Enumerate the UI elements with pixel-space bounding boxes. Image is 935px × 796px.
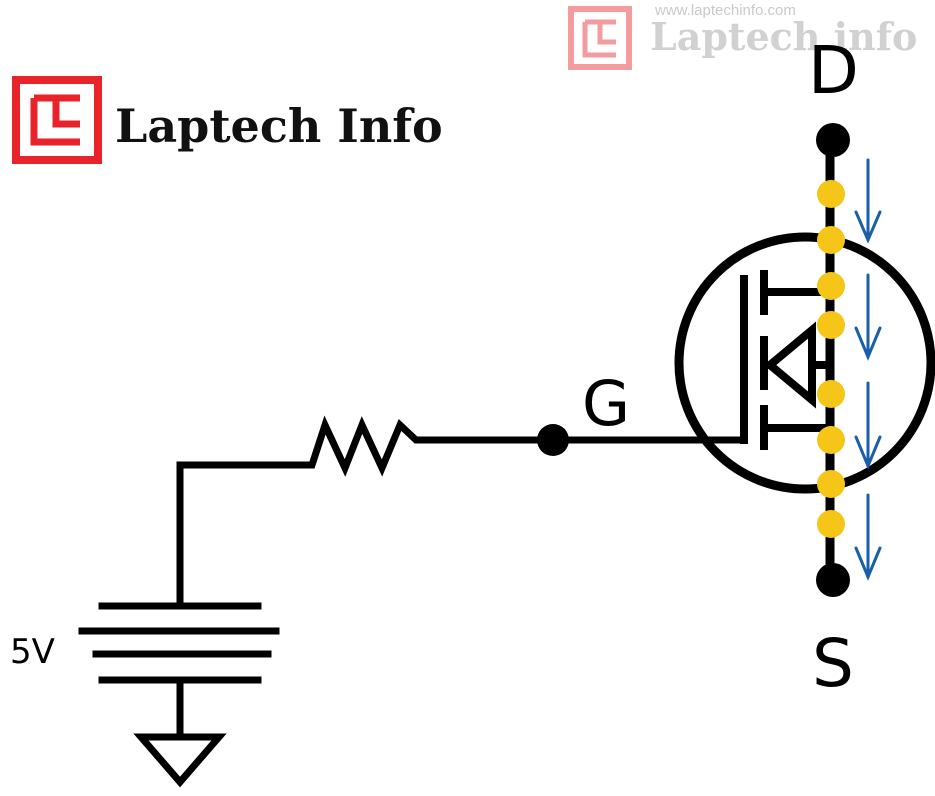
logo: Laptech Info (12, 76, 443, 164)
resistor (300, 415, 540, 477)
drain-label: D (808, 32, 859, 109)
electron-dot (817, 226, 845, 254)
watermark: www.laptechinfo.com Laptech info (568, 2, 917, 70)
drain-terminal (816, 123, 850, 157)
electron-flow (817, 180, 845, 538)
source-label: S (812, 625, 854, 702)
current-arrows (854, 158, 882, 581)
mosfet-arrow (763, 321, 816, 409)
current-arrow-icon (854, 158, 882, 244)
electron-dot (817, 311, 845, 339)
logo-icon (12, 76, 102, 164)
watermark-logo-icon (568, 6, 632, 70)
electron-dot (817, 180, 845, 208)
electron-dot (817, 510, 845, 538)
voltage-label: 5V (10, 632, 55, 672)
battery-branch (78, 461, 306, 740)
source-terminal (816, 563, 850, 597)
electron-dot (817, 426, 845, 454)
mosfet-body (674, 232, 935, 494)
current-arrow-icon (854, 493, 882, 581)
watermark-text: Laptech info (650, 14, 917, 59)
electron-dot (817, 380, 845, 408)
current-arrow-icon (854, 381, 882, 470)
current-arrow-icon (854, 273, 882, 361)
logo-text: Laptech Info (115, 99, 443, 153)
watermark-url: www.laptechinfo.com (654, 2, 796, 19)
mosfet-symbol (674, 138, 935, 580)
electron-dot (817, 470, 845, 498)
electron-dot (817, 272, 845, 300)
ground-icon (133, 733, 227, 788)
wire-battery-to-resistor (176, 461, 306, 608)
gate-label: G (582, 367, 630, 440)
